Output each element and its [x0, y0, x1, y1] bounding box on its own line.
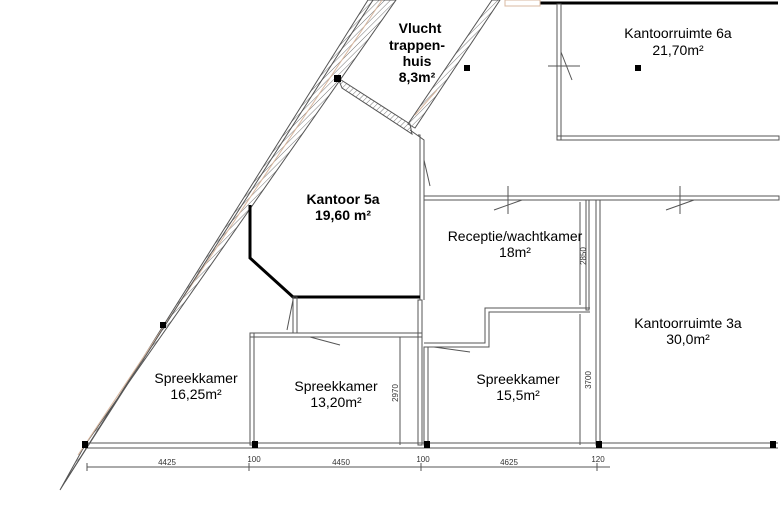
svg-text:Spreekkamer: Spreekkamer	[154, 370, 238, 386]
dim-4625: 4625	[500, 458, 518, 467]
svg-text:Kantoorruimte 6a: Kantoorruimte 6a	[624, 25, 732, 41]
dim-2850: 2850	[579, 247, 588, 265]
svg-text:15,5m²: 15,5m²	[496, 387, 540, 403]
svg-text:18m²: 18m²	[499, 244, 531, 260]
room-label-3a: Kantoorruimte 3a 30,0m²	[634, 315, 742, 347]
svg-text:Spreekkamer: Spreekkamer	[476, 371, 560, 387]
room-label-stairwell: Vlucht trappen- huis 8,3m²	[389, 20, 445, 85]
dim-3700: 3700	[584, 371, 593, 389]
diagonal-facade-wall	[59, 0, 397, 491]
svg-text:8,3m²: 8,3m²	[399, 69, 436, 85]
svg-text:Spreekkamer: Spreekkamer	[294, 378, 378, 394]
svg-text:Kantoor 5a: Kantoor 5a	[306, 191, 379, 207]
svg-text:30,0m²: 30,0m²	[666, 331, 710, 347]
svg-text:Kantoorruimte 3a: Kantoorruimte 3a	[634, 315, 742, 331]
stairwell-diagonal-wall	[407, 0, 501, 129]
svg-text:Vlucht: Vlucht	[399, 20, 442, 36]
top-door	[504, 0, 541, 7]
svg-text:21,70m²: 21,70m²	[652, 42, 704, 58]
svg-text:19,60 m²: 19,60 m²	[315, 207, 371, 223]
stair-door	[414, 89, 438, 116]
room-label-spreekkamer-3: Spreekkamer 15,5m²	[476, 371, 560, 403]
dim-100: 100	[247, 455, 261, 464]
room-label-reception: Receptie/wachtkamer 18m²	[448, 228, 583, 260]
bottom-wall	[85, 442, 778, 449]
dimension-line: 4425 100 4450 100 4625 120 2850 3700 297…	[86, 247, 610, 471]
svg-text:13,20m²: 13,20m²	[310, 394, 362, 410]
dim-2970: 2970	[391, 384, 400, 402]
svg-text:Receptie/wachtkamer: Receptie/wachtkamer	[448, 228, 583, 244]
dim-100: 100	[416, 455, 430, 464]
room-label-spreekkamer-2: Spreekkamer 13,20m²	[294, 378, 378, 410]
dim-120: 120	[591, 455, 605, 464]
room-walls-reception	[423, 186, 780, 446]
svg-text:16,25m²: 16,25m²	[170, 386, 222, 402]
stairwell-wall	[336, 76, 413, 136]
dim-4450: 4450	[332, 458, 350, 467]
columns	[82, 65, 776, 448]
svg-text:huis: huis	[403, 53, 432, 69]
room-walls-6a	[548, 3, 780, 141]
svg-text:trappen-: trappen-	[389, 37, 445, 53]
dim-4425: 4425	[158, 458, 176, 467]
room-label-5a: Kantoor 5a 19,60 m²	[306, 191, 379, 223]
room-label-spreekkamer-1: Spreekkamer 16,25m²	[154, 370, 238, 402]
room-label-6a: Kantoorruimte 6a 21,70m²	[624, 25, 732, 58]
room-walls-5a	[248, 129, 431, 300]
